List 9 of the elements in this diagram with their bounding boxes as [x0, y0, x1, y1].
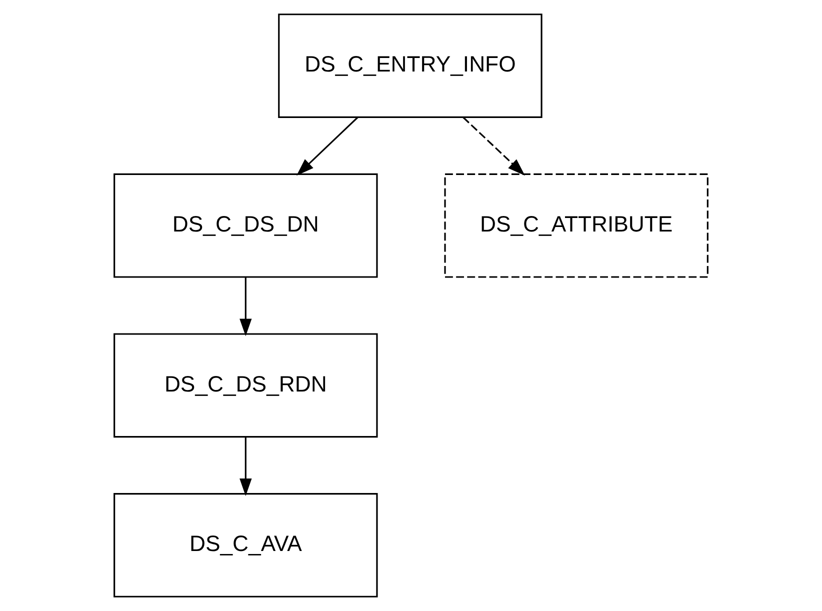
node-box: DS_C_AVA [114, 493, 378, 598]
arrow [296, 116, 358, 176]
node-box: DS_C_ATTRIBUTE [444, 173, 708, 278]
arrow [462, 116, 525, 176]
node-box: DS_C_DS_RDN [114, 333, 378, 438]
arrow [240, 277, 252, 336]
arrow [240, 436, 252, 496]
node-box: DS_C_DS_DN [114, 173, 378, 278]
node-box: DS_C_ENTRY_INFO [278, 14, 542, 118]
